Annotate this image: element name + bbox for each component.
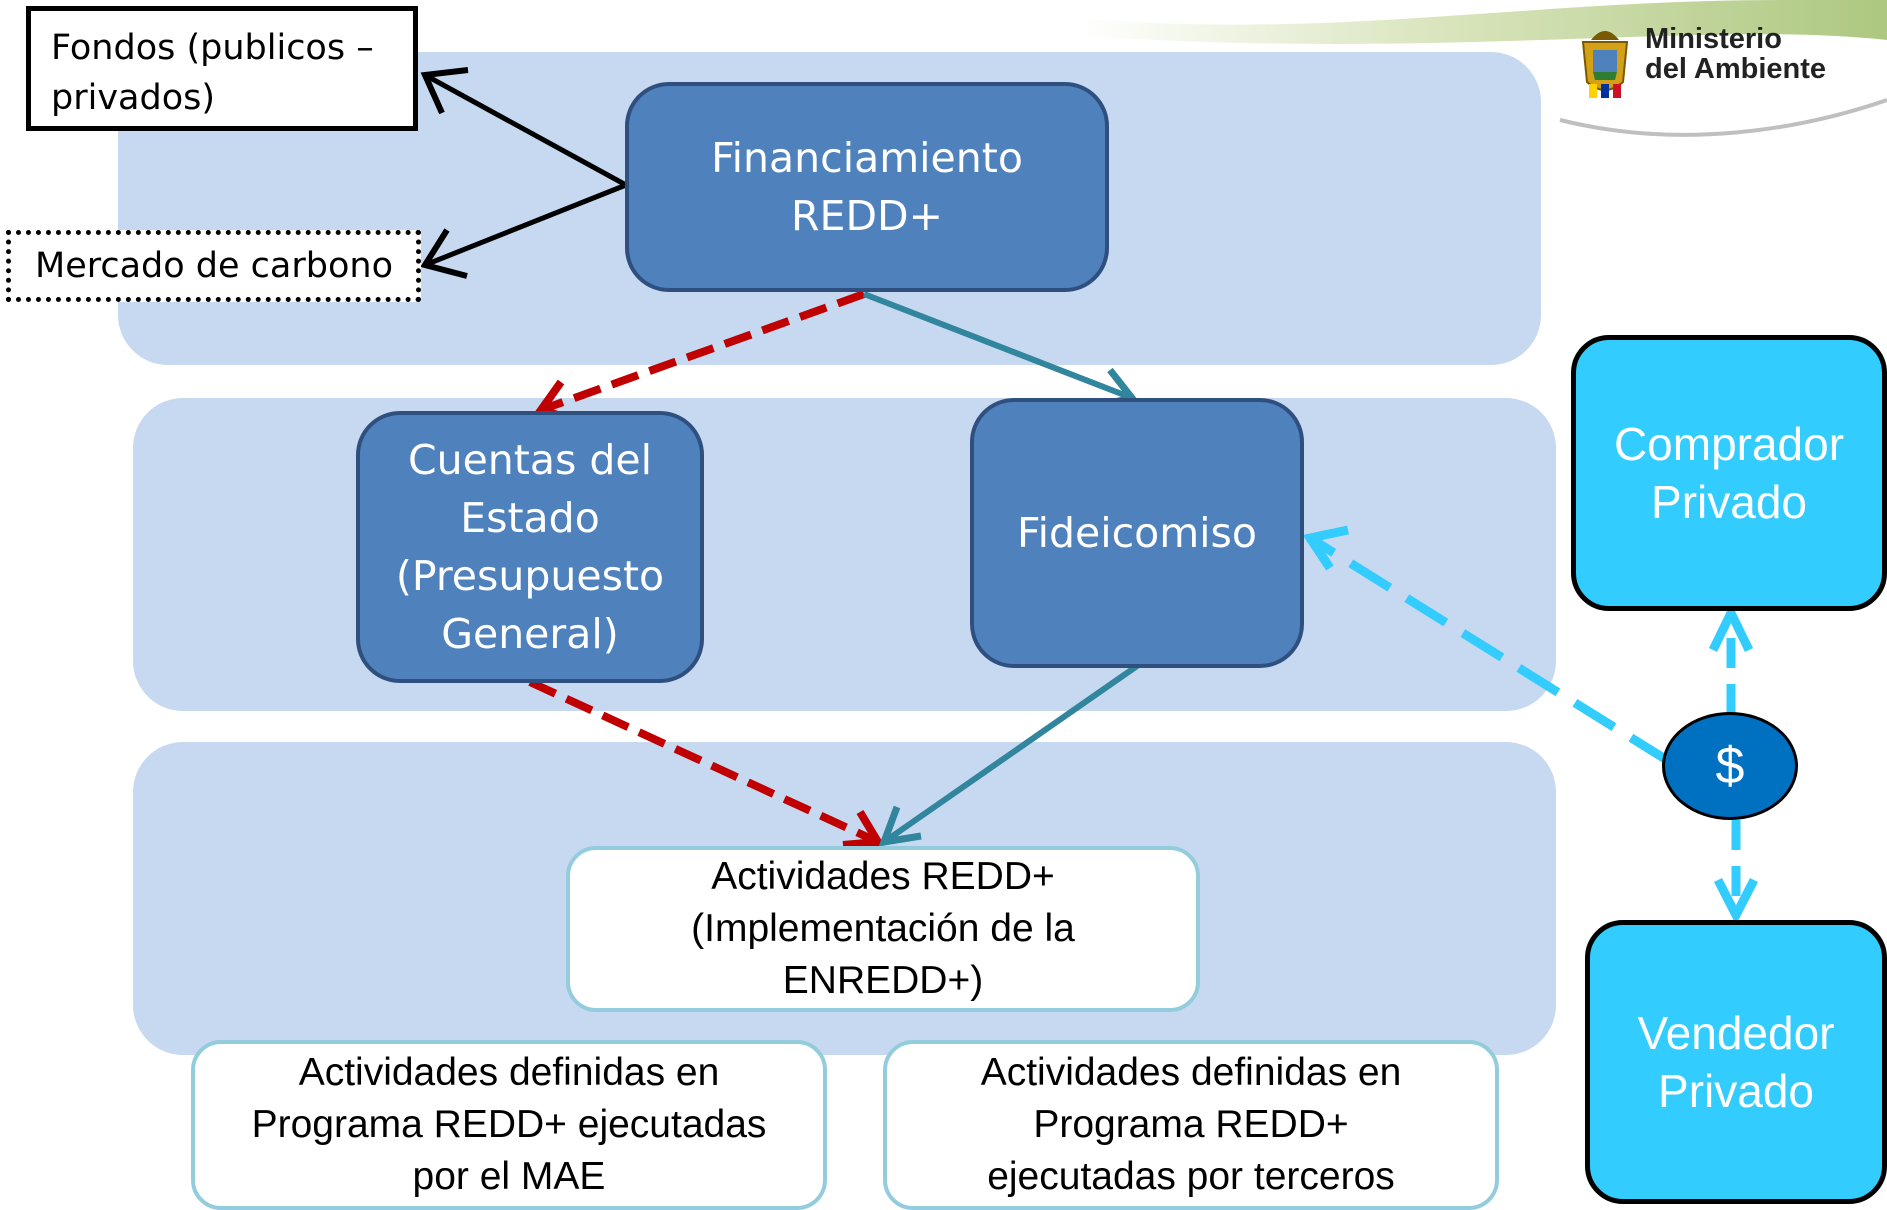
comprador-label: Comprador Privado [1613, 418, 1845, 528]
red-arrow-to-actividades [528, 678, 880, 846]
logo-line-1: Ministerio [1645, 23, 1782, 55]
financiamiento-node: Financiamiento REDD+ [625, 82, 1109, 292]
terceros-label: Actividades definidas en Programa REDD+ … [980, 1051, 1402, 1198]
dollar-label: $ [1715, 737, 1745, 795]
arrow-to-mercado [424, 182, 627, 268]
vendedor-label: Vendedor Privado [1637, 1007, 1835, 1117]
terceros-node: Actividades definidas en Programa REDD+ … [883, 1040, 1499, 1210]
mercado-box: Mercado de carbono [6, 230, 421, 302]
arrow-to-fondos [423, 72, 628, 188]
financiamiento-label: Financiamiento REDD+ [711, 134, 1023, 240]
mercado-label: Mercado de carbono [35, 246, 393, 286]
arrow-head-fondos [420, 67, 469, 115]
arrow-head-mercado [420, 228, 468, 279]
dollar-node: $ [1662, 712, 1798, 820]
fideicomiso-node: Fideicomiso [970, 398, 1304, 668]
actividades-node: Actividades REDD+ (Implementación de la … [566, 846, 1200, 1012]
cyan-arrowhead-vendedor [1713, 877, 1759, 925]
mae-label: Actividades definidas en Programa REDD+ … [251, 1051, 767, 1198]
teal-arrow-to-fideicomiso [862, 291, 1134, 401]
ecuador-coat-of-arms-icon [1575, 22, 1635, 100]
logo-line-2: del Ambiente [1645, 53, 1827, 85]
cyan-arrow-to-fideicomiso [1307, 534, 1673, 766]
ministry-logo-text: Ministerio del Ambiente [1645, 24, 1826, 84]
fideicomiso-label: Fideicomiso [1016, 509, 1258, 557]
cuentas-node: Cuentas del Estado (Presupuesto General) [356, 411, 704, 683]
teal-arrowhead-actividades [878, 805, 922, 847]
vendedor-node: Vendedor Privado [1585, 920, 1887, 1204]
red-arrowhead-actividades [842, 809, 885, 849]
cuentas-label: Cuentas del Estado (Presupuesto General) [395, 436, 665, 658]
fondos-label: Fondos (publicos – privados) [51, 28, 374, 118]
teal-arrow-to-actividades [882, 663, 1139, 845]
mae-node: Actividades definidas en Programa REDD+ … [191, 1040, 827, 1210]
cyan-arrowhead-comprador [1708, 602, 1754, 652]
comprador-node: Comprador Privado [1571, 335, 1887, 611]
actividades-label: Actividades REDD+ (Implementación de la … [691, 855, 1075, 1002]
header-swoosh [1080, 0, 1887, 137]
red-arrow-to-cuentas [539, 290, 866, 414]
cyan-arrowhead-fideicomiso [1302, 525, 1349, 571]
fondos-box: Fondos (publicos – privados) [26, 6, 418, 131]
